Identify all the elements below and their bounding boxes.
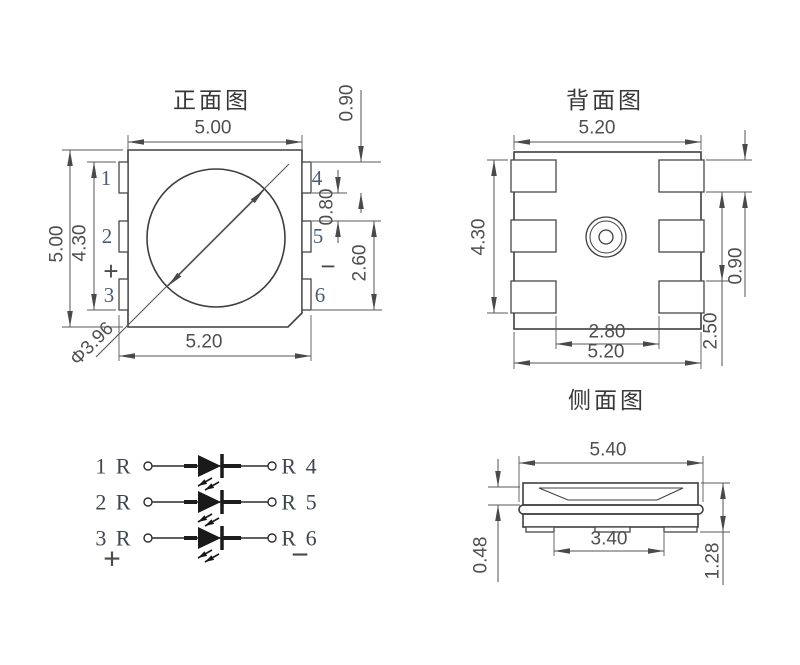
dim-back-pad-gap-span: 2.50 [701, 313, 722, 350]
pin-label-3: 3 [104, 283, 115, 307]
dim-lens-diameter: Φ3.96 [66, 318, 118, 370]
dim-back-pad-height: 0.90 [726, 248, 747, 285]
dim-back-top-width: 5.20 [579, 118, 616, 139]
terminal-circle [143, 497, 153, 507]
dim-side-total-height: 1.28 [703, 543, 724, 580]
led-symbol [198, 455, 221, 477]
circuit-row-3: 3 R R 6 [95, 526, 318, 563]
front-minus-mark: − [320, 251, 335, 281]
lens-circle [146, 168, 286, 308]
circuit-diagram: 1 R R 4 2 R R 5 3 R [95, 454, 318, 576]
dim-back-inner-gap: 2.80 [589, 322, 626, 343]
dim-front-pin-height: 0.90 [337, 85, 358, 122]
terminal-circle [143, 461, 153, 471]
dim-front-bottom-width: 5.20 [186, 332, 223, 353]
diameter-arrow [215, 189, 265, 239]
dim-back-pad-span: 4.30 [469, 219, 490, 256]
side-profile [518, 482, 704, 533]
terminal-circle [143, 533, 153, 543]
side-top-section [522, 482, 699, 506]
circuit-right-label-3: R 6 [281, 526, 318, 551]
front-pin-tabs [118, 161, 312, 311]
side-foot [525, 526, 555, 533]
dim-side-width: 5.40 [590, 440, 627, 461]
circuit-minus-mark: − [291, 539, 309, 572]
circuit-left-label-2: 2 R [95, 490, 132, 515]
back-view-title: 背面图 [566, 87, 644, 113]
pin-label-6: 6 [315, 283, 326, 307]
back-view: 背面图 5.20 4.30 [469, 87, 752, 369]
dim-side-feet-span: 3.40 [591, 529, 628, 550]
circuit-left-label-1: 1 R [95, 454, 132, 479]
led-symbol [198, 527, 221, 549]
dim-side-cup-depth: 0.48 [471, 537, 492, 574]
terminal-circle [267, 533, 277, 543]
side-foot [663, 526, 698, 533]
center-ring-mark [585, 216, 627, 258]
circuit-row-1: 1 R R 4 [95, 454, 318, 491]
circuit-row-2: 2 R R 5 [95, 490, 318, 527]
side-foot [594, 526, 631, 533]
front-plus-mark: + [103, 256, 118, 286]
led-emission-arrow [204, 481, 220, 491]
pin-label-5: 5 [313, 224, 324, 248]
led-emission-arrow [197, 477, 213, 487]
circuit-right-label-1: R 4 [281, 454, 318, 479]
circuit-left-label-3: 3 R [95, 526, 132, 551]
back-solder-pads [510, 159, 705, 314]
dim-front-pin56-span: 2.60 [350, 245, 371, 282]
front-view-title: 正面图 [173, 87, 251, 113]
dim-front-left-outer: 5.00 [47, 226, 68, 263]
side-view-title: 侧面图 [568, 387, 646, 413]
led-emission-arrow [204, 553, 220, 563]
dim-front-pin-gap: 0.80 [317, 189, 338, 226]
circuit-plus-mark: + [103, 543, 121, 576]
pin-label-2: 2 [102, 224, 113, 248]
led-emission-arrow [204, 517, 220, 527]
circuit-right-label-2: R 5 [281, 490, 318, 515]
front-view: 正面图 5.00 Φ3.96 1 2 3 + 4 5 6 − [47, 85, 382, 370]
pin-label-1: 1 [101, 166, 112, 190]
side-lower-body [522, 513, 699, 528]
diameter-arrow [167, 237, 217, 287]
pin-label-4: 4 [312, 166, 323, 190]
side-flange [518, 504, 704, 515]
dim-back-bottom-width: 5.20 [588, 342, 625, 363]
dim-front-top-width: 5.00 [195, 118, 232, 139]
dim-front-pin-span: 4.30 [70, 225, 91, 262]
terminal-circle [267, 497, 277, 507]
side-view: 侧面图 5.40 3.40 0.48 1.28 [471, 387, 730, 585]
led-emission-arrow [197, 513, 213, 523]
led-symbol [198, 491, 221, 513]
side-lens-recess [538, 487, 684, 501]
terminal-circle [267, 461, 277, 471]
led-emission-arrow [197, 549, 213, 559]
